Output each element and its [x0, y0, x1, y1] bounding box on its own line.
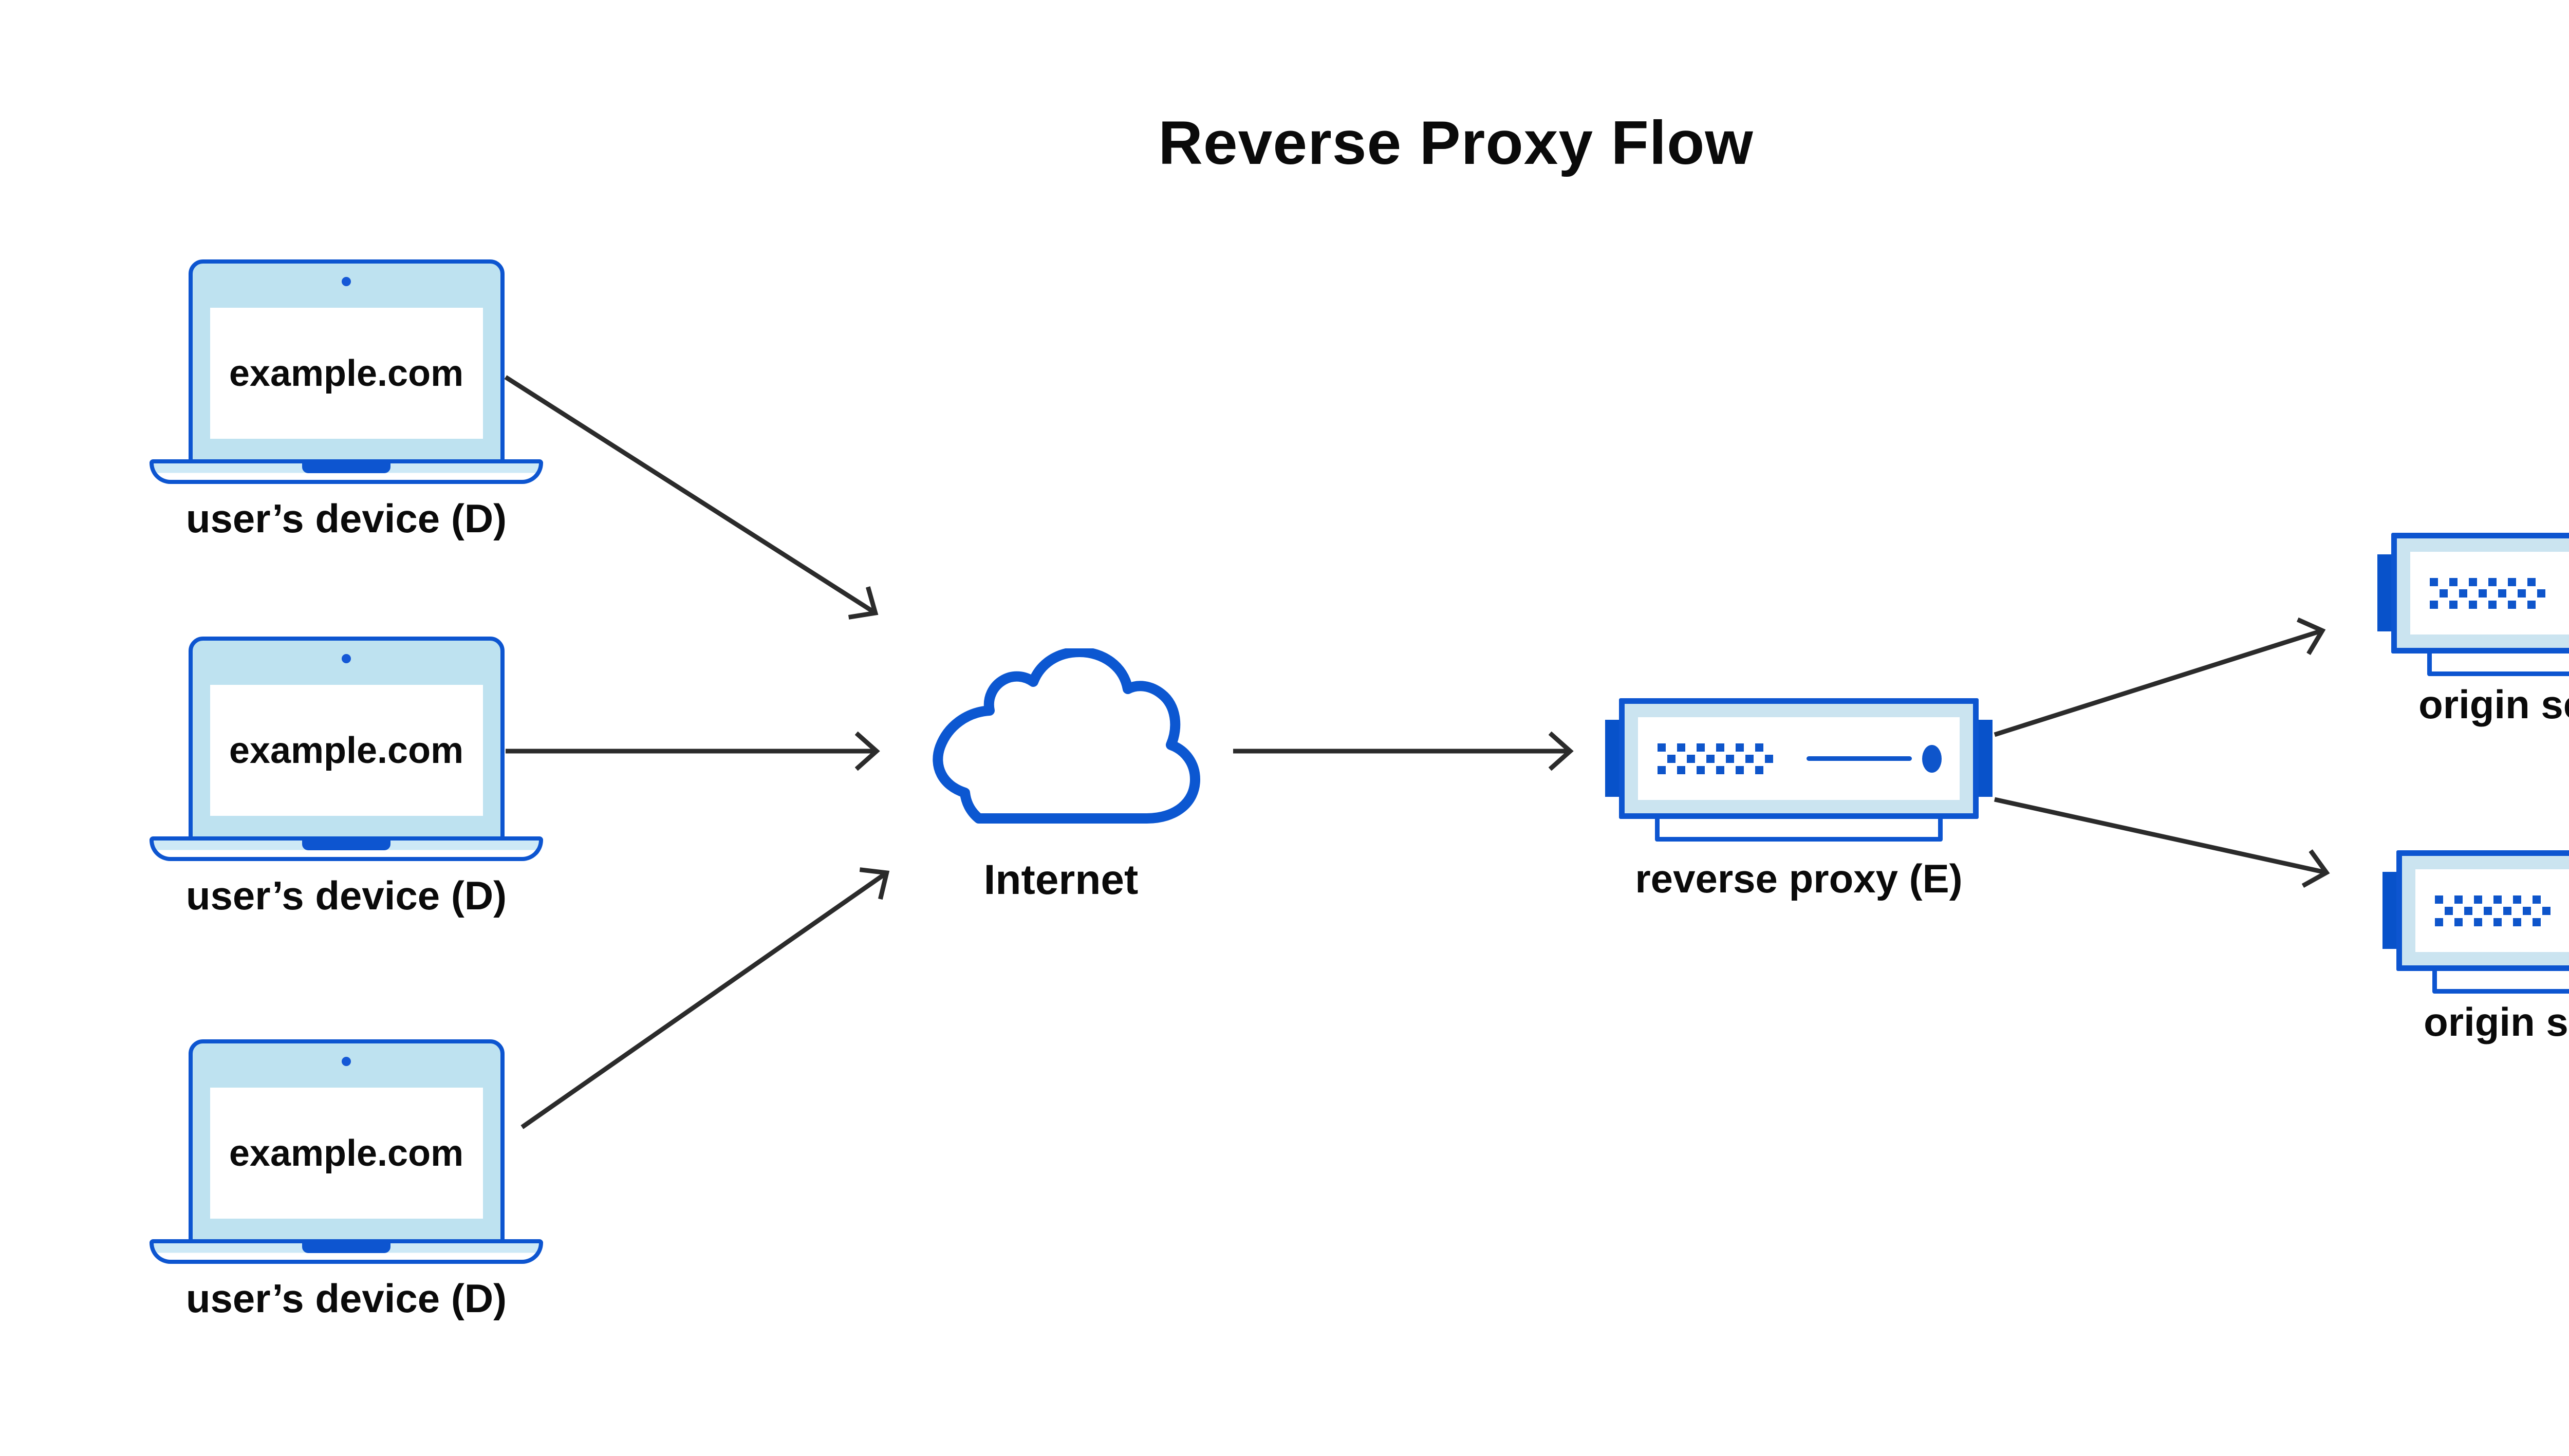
laptop-icon: example.com	[188, 637, 505, 841]
server-vent-dots	[2435, 895, 2558, 926]
device-label: user’s device (D)	[185, 496, 507, 541]
laptop-icon: example.com	[188, 259, 505, 463]
screen-text: example.com	[229, 1132, 464, 1174]
server-face	[1638, 717, 1960, 800]
reverse-proxy-node: reverse proxy (E)	[1605, 698, 1993, 899]
user-device-2-node: example.com user’s device (D)	[150, 637, 543, 916]
screen-text: example.com	[229, 730, 464, 771]
internet-node	[915, 647, 1200, 832]
server-led	[1922, 744, 1942, 773]
camera-icon	[342, 654, 351, 663]
server-vent-dots	[1658, 743, 1781, 774]
cloud-icon	[933, 647, 1200, 824]
camera-icon	[342, 277, 351, 286]
laptop-base	[150, 459, 543, 484]
laptop-base	[150, 836, 543, 861]
camera-icon	[342, 1057, 351, 1066]
user-device-3-node: example.com user’s device (D)	[150, 1039, 543, 1318]
internet-label: Internet	[983, 856, 1139, 903]
device-screen: example.com	[210, 308, 483, 439]
device-label: user’s device (D)	[185, 873, 507, 918]
server-vent-dots	[2430, 577, 2553, 609]
laptop-hinge	[302, 463, 390, 473]
device-label: user’s device (D)	[185, 1276, 507, 1321]
origin-server-2-node: origin server (F)	[2382, 850, 2569, 1042]
origin-server-label: origin server (F)	[2424, 999, 2569, 1044]
laptop-icon: example.com	[188, 1039, 505, 1243]
device-screen: example.com	[210, 685, 483, 816]
server-icon	[2396, 850, 2569, 971]
page-title: Reverse Proxy Flow	[1158, 108, 1754, 177]
arrow-device1-to-internet	[504, 375, 874, 612]
server-slot-line	[1807, 756, 1912, 761]
origin-server-label: origin server (F)	[2418, 682, 2569, 727]
user-device-1-node: example.com user’s device (D)	[150, 259, 543, 538]
arrow-proxy-to-origin1	[1994, 631, 2321, 737]
server-icon	[2391, 533, 2569, 654]
screen-text: example.com	[229, 352, 464, 394]
server-icon	[1619, 698, 1979, 819]
laptop-base	[150, 1239, 543, 1264]
reverse-proxy-label: reverse proxy (E)	[1635, 856, 1963, 901]
server-face	[2415, 869, 2569, 952]
origin-server-1-node: origin server (F)	[2377, 533, 2569, 724]
laptop-hinge	[302, 1243, 390, 1253]
laptop-hinge	[302, 840, 390, 850]
server-face	[2410, 552, 2569, 634]
device-screen: example.com	[210, 1088, 483, 1219]
